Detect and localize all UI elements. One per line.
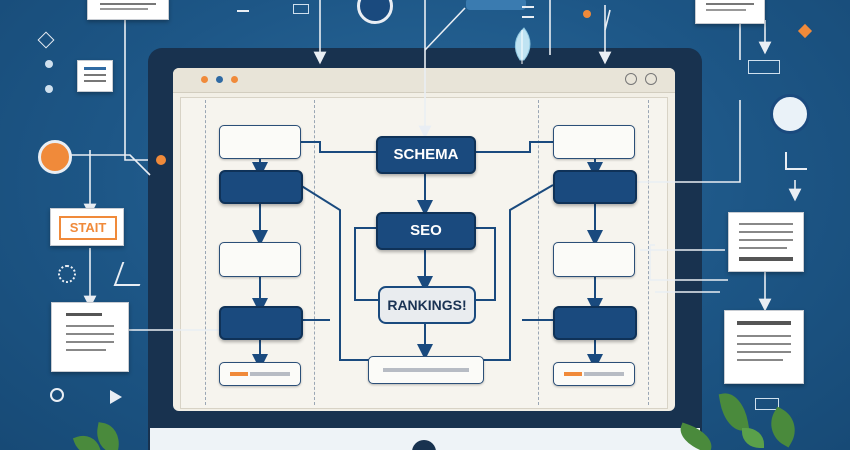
rankings-node[interactable]: RANKINGS! [378,286,476,324]
progress-track [584,372,624,376]
menu-lines-icon [522,6,534,18]
window-maximize-icon[interactable] [231,76,238,83]
flow-node-left-4[interactable] [219,306,303,340]
window-close-icon[interactable] [201,76,208,83]
monitor-chin [150,428,700,450]
plant-left [70,420,130,450]
start-label: STAIT [59,216,117,240]
flow-node-right-3[interactable] [553,242,635,277]
flow-node-right-4[interactable] [553,306,637,340]
grid-icon [293,4,309,14]
top-tab-shape [466,0,526,10]
flow-node-left-2[interactable] [219,170,303,204]
window-minimize-icon[interactable] [216,76,223,83]
bullet-dot [45,85,53,93]
bullet-dot [45,60,53,68]
progress-accent [230,372,248,376]
plant-right [672,388,804,450]
clock-icon [50,388,64,402]
list-card-icon [77,60,113,92]
badge-icon [755,398,779,410]
guide-line-right-inner [538,100,539,405]
seo-node[interactable]: SEO [376,212,476,250]
document-card-left [51,302,129,372]
flow-node-left-5[interactable] [219,362,301,386]
output-node[interactable] [368,356,484,384]
guide-line-left-inner [314,100,315,405]
document-card-top-right [695,0,765,24]
browser-settings-icon[interactable] [645,73,657,85]
browser-bar [173,68,675,93]
flow-node-left-1[interactable] [219,125,301,159]
orange-dot [583,10,591,18]
bar-chart-icon [785,152,807,170]
schema-node[interactable]: SCHEMA [376,136,476,174]
guide-line-right [648,100,649,405]
browser-menu-icon[interactable] [625,73,637,85]
power-button-icon[interactable] [412,440,436,450]
globe-icon [770,94,810,134]
flow-node-right-1[interactable] [553,125,635,159]
document-card-top-left [87,0,169,20]
equalizer-icon [237,0,249,12]
flow-node-left-3[interactable] [219,242,301,277]
document-card-right-2 [724,310,804,384]
orange-dot [156,155,166,165]
document-card-right-1 [728,212,804,272]
progress-track [250,372,290,376]
network-icon [58,265,76,283]
guide-line-left [205,100,206,405]
flow-node-right-2[interactable] [553,170,637,204]
start-card: STAIT [50,208,124,246]
target-icon [38,140,72,174]
flow-node-right-5[interactable] [553,362,635,386]
progress-accent [564,372,582,376]
output-line [383,368,469,372]
play-icon [110,390,122,404]
tag-icon [748,60,780,74]
